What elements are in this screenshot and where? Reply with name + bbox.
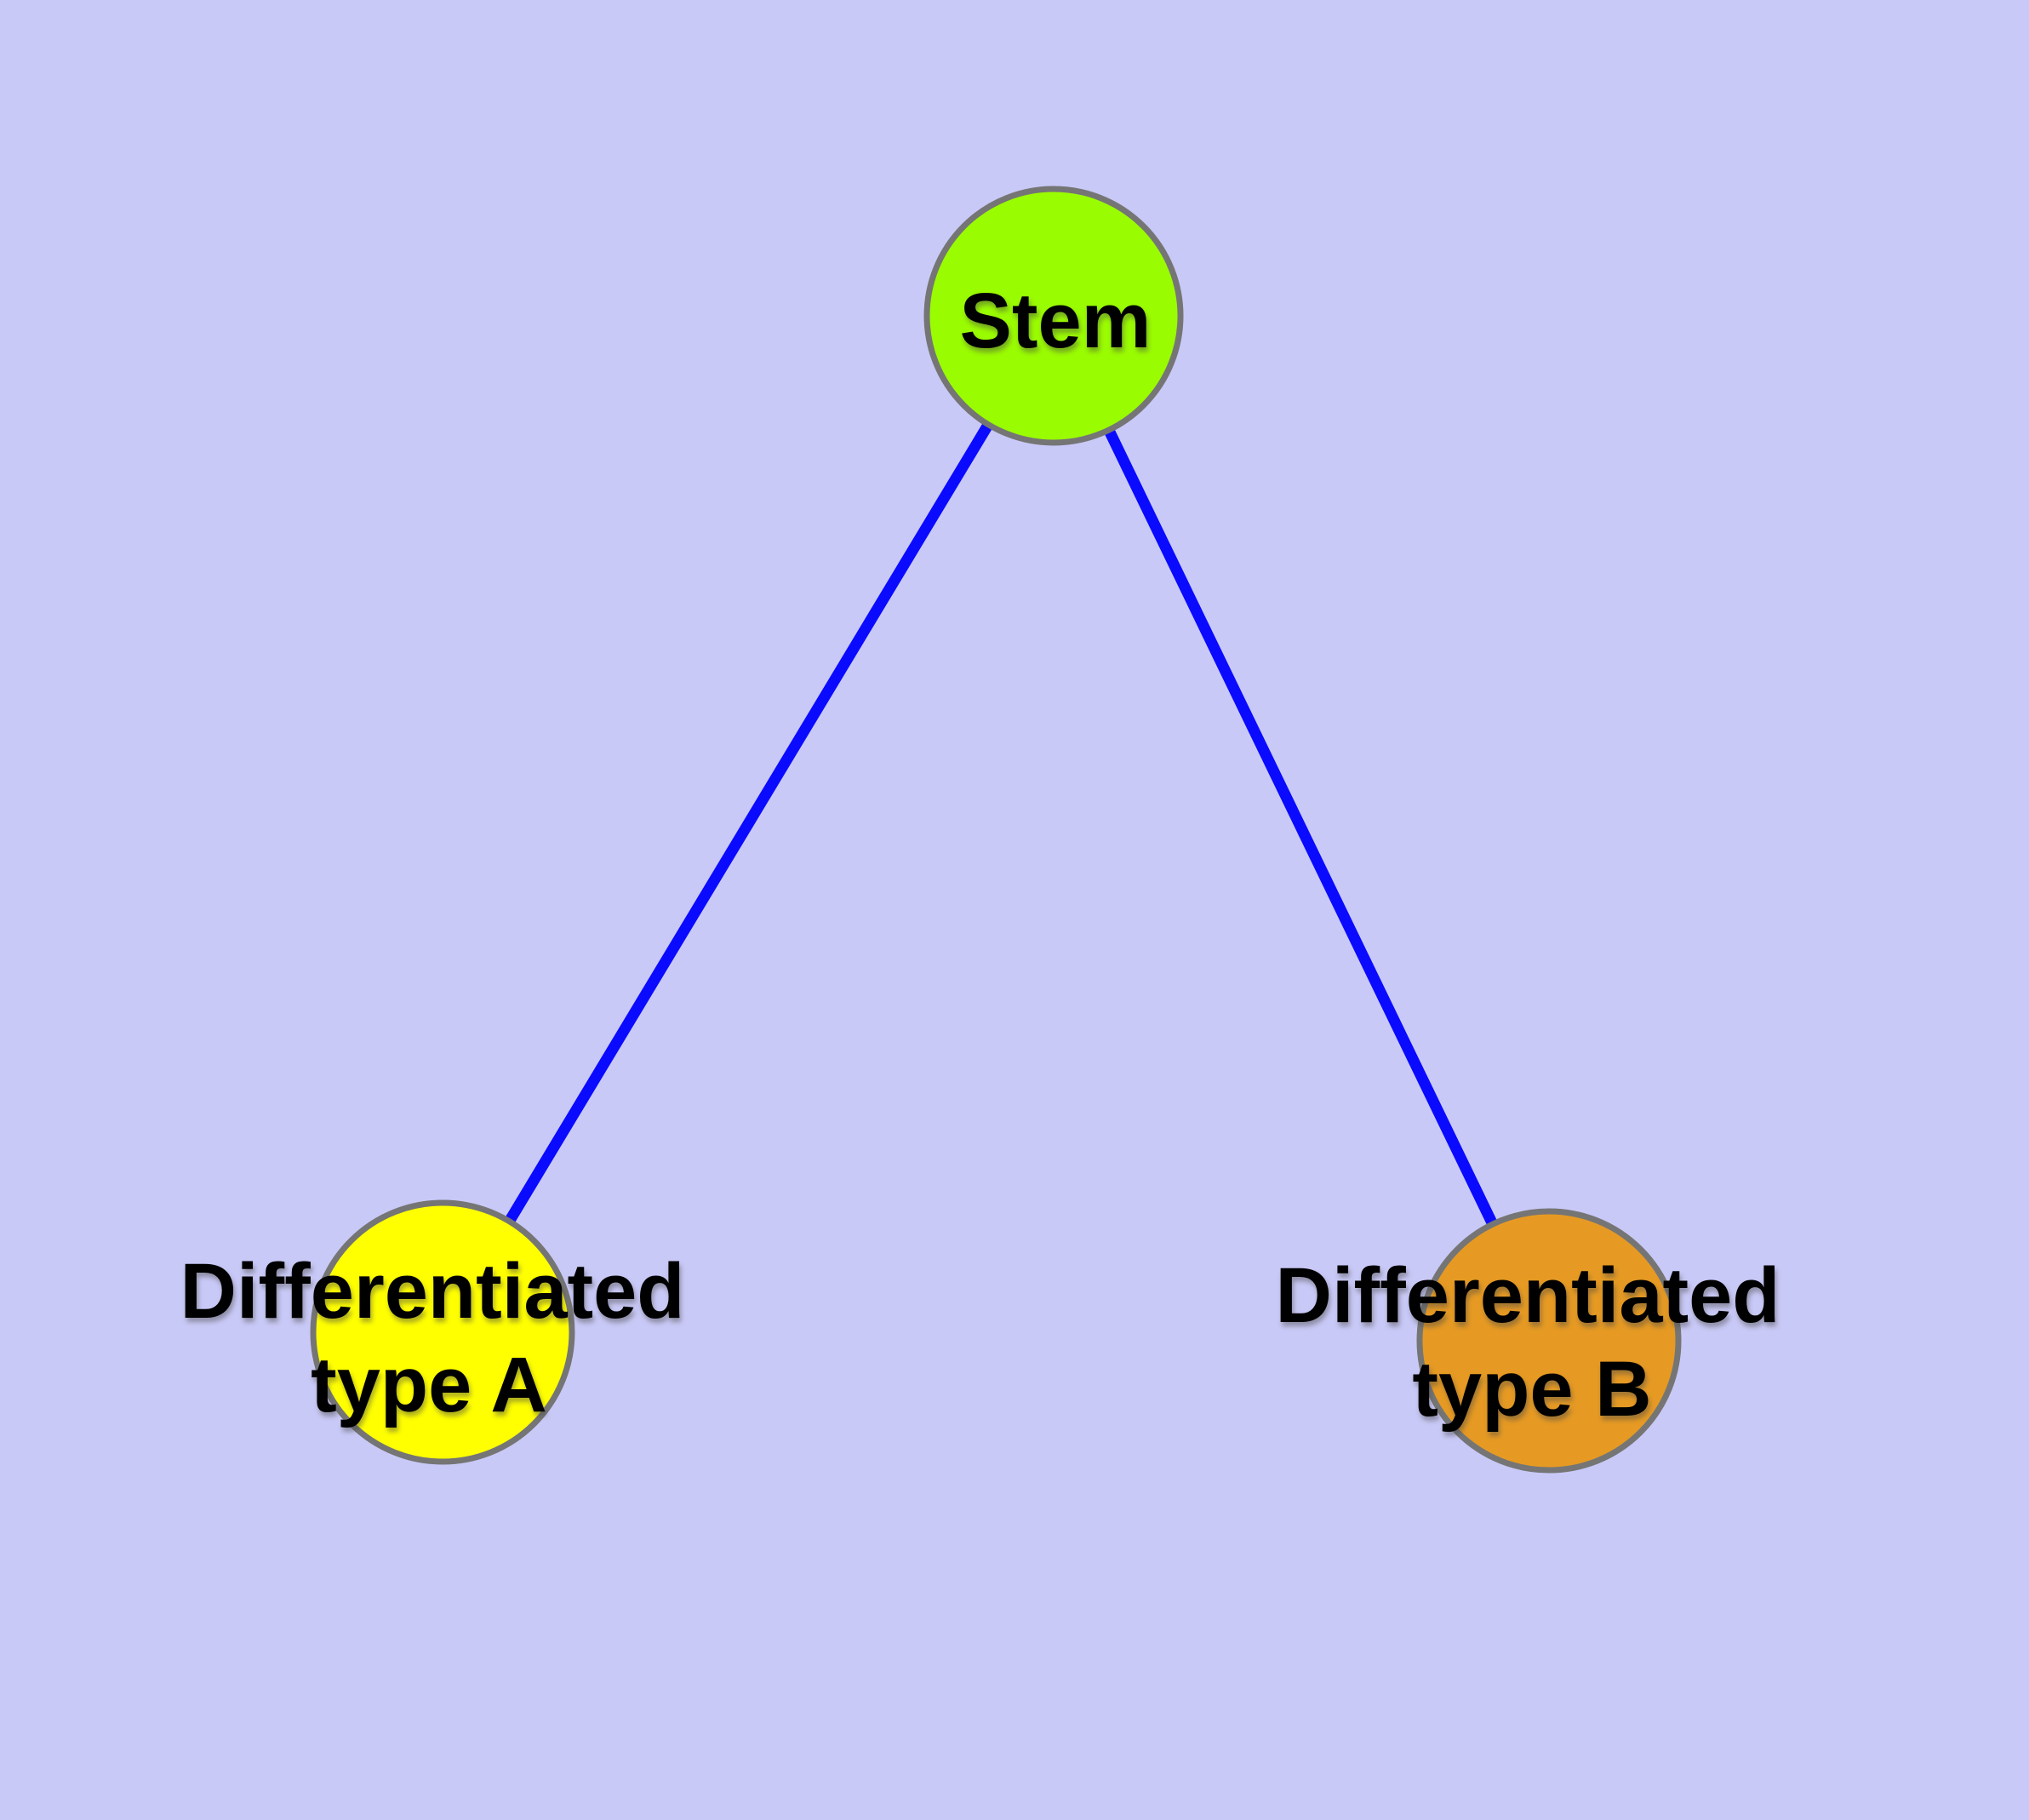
node-differentiated-type-b-label-line1: Differentiated (1276, 1252, 1780, 1339)
node-stem-label: Stem (960, 278, 1152, 364)
node-differentiated-type-a-label-line1: Differentiated (180, 1248, 685, 1335)
edge-stem-to-type-a[interactable] (437, 312, 1059, 1336)
edge-stem-to-type-b[interactable] (1049, 313, 1554, 1343)
node-differentiated-type-a[interactable] (310, 1199, 575, 1465)
node-stem[interactable] (923, 186, 1184, 446)
node-differentiated-type-a-label-line2: type A (311, 1342, 547, 1428)
node-differentiated-type-b[interactable] (1416, 1208, 1682, 1474)
node-differentiated-type-b-label-line2: type B (1412, 1346, 1651, 1433)
